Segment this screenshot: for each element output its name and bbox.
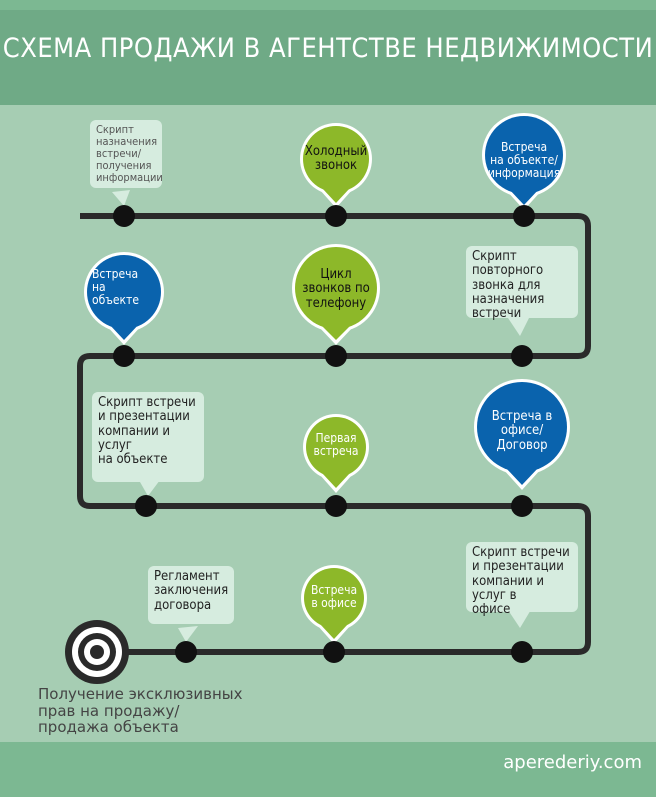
- final-line: продажа объекта: [38, 718, 179, 736]
- stop-dot: [325, 205, 347, 227]
- label-line: офисе/: [500, 423, 544, 439]
- label-line: звонков по: [302, 281, 370, 297]
- bubble-cold-call: [300, 123, 372, 208]
- bubble-office-contract: [474, 379, 570, 490]
- note-pointer: [140, 480, 160, 496]
- label-call-cycle: Цикл звонков по телефону: [292, 267, 380, 311]
- note-line: на объекте: [98, 452, 168, 468]
- note-line: офисе: [472, 602, 511, 618]
- note-line: Скрипт: [96, 123, 134, 136]
- note-appointment-script: Скрипт назначения встречи/ получения инф…: [90, 120, 163, 188]
- final-line: прав на продажу/: [38, 701, 180, 720]
- label-line: Цикл: [320, 267, 352, 282]
- label-line: Встреча: [92, 267, 139, 281]
- note-line: Скрипт встречи: [472, 545, 570, 560]
- label-line: Встреча в: [491, 409, 553, 424]
- bubble-meeting-object-info: [482, 113, 566, 210]
- note-line: договора: [154, 597, 212, 613]
- note-pointer: [508, 608, 532, 628]
- bubble-call-cycle: [292, 244, 380, 345]
- note-line: назначения: [96, 135, 158, 149]
- stop-dot: [511, 345, 533, 367]
- label-line: телефону: [305, 295, 367, 311]
- stop-dot: [175, 641, 197, 663]
- note-line: информации: [96, 171, 163, 185]
- note-line: назначения: [472, 291, 545, 307]
- bottom-band: [0, 742, 656, 797]
- final-line: Получение эксклюзивных: [38, 685, 243, 703]
- label-office-meeting: Встреча в офисе: [302, 583, 366, 611]
- label-meeting-object-info: Встреча на объекте/ информация: [484, 140, 564, 181]
- note-line: встречи: [472, 306, 522, 322]
- road-path: [77, 213, 591, 655]
- top-band: [0, 0, 656, 10]
- label-line: в офисе: [311, 596, 357, 611]
- stop-dot: [325, 345, 347, 367]
- note-line: получения: [96, 159, 152, 173]
- stop-dot: [513, 205, 535, 227]
- note-line: звонка для: [472, 277, 541, 293]
- label-line: на объекте/: [490, 153, 558, 168]
- note-office-presentation-script: Скрипт встречи и презентации компании и …: [466, 542, 578, 617]
- stop-dot: [113, 345, 135, 367]
- stop-dot: [113, 205, 135, 227]
- page-title: СХЕМА ПРОДАЖИ В АГЕНТСТВЕ НЕДВИЖИМОСТИ: [2, 33, 654, 64]
- stop-dot: [511, 641, 533, 663]
- label-first-meeting: Первая встреча: [304, 431, 368, 459]
- label-office-contract: Встреча в офисе/ Договор: [478, 409, 566, 453]
- label-line: Холодный: [304, 144, 368, 159]
- site-url: aperederiy.com: [503, 752, 642, 773]
- bubble-office-meeting: [301, 565, 367, 644]
- note-pointer: [112, 190, 130, 206]
- stop-dot: [135, 495, 157, 517]
- note-recall-script: Скрипт повторного звонка для назначения …: [466, 246, 578, 322]
- label-line: на: [92, 280, 106, 295]
- label-line: встреча: [313, 444, 359, 459]
- stop-dot: [325, 495, 347, 517]
- note-line: Скрипт: [472, 249, 517, 264]
- final-outcome-label: Получение эксклюзивных прав на продажу/ …: [38, 686, 242, 736]
- label-line: Договор: [496, 437, 548, 453]
- note-line: услуг: [98, 437, 132, 453]
- note-object-presentation-script: Скрипт встречи и презентации компании и …: [92, 392, 204, 482]
- stop-dot: [511, 495, 533, 517]
- note-contract-regulation: Регламент заключения договора: [148, 566, 234, 624]
- bubble-first-meeting: [303, 414, 369, 493]
- note-line: и презентации: [98, 409, 190, 425]
- title-bar: [0, 10, 656, 105]
- note-line: услуг в: [472, 587, 517, 603]
- note-pointer: [508, 316, 530, 336]
- note-line: встречи/: [96, 147, 142, 161]
- stop-dot: [323, 641, 345, 663]
- target-icon: [65, 620, 129, 684]
- note-line: Регламент: [154, 569, 220, 584]
- label-line: Встреча: [310, 583, 358, 597]
- label-line: звонок: [314, 158, 358, 174]
- label-line: Первая: [315, 431, 357, 445]
- note-line: повторного: [472, 263, 544, 279]
- label-line: объекте: [92, 293, 139, 308]
- note-line: и презентации: [472, 559, 564, 575]
- bubble-meeting-object: [84, 252, 164, 345]
- note-pointer: [178, 626, 198, 642]
- label-line: Встреча: [500, 140, 548, 154]
- label-line: информация: [487, 166, 561, 181]
- label-meeting-object: Встреча на объекте: [92, 267, 156, 308]
- note-line: Скрипт встречи: [98, 395, 196, 410]
- note-line: компании и: [98, 423, 171, 439]
- note-line: компании и: [472, 573, 545, 589]
- label-cold-call: Холодный звонок: [298, 144, 374, 174]
- note-line: заключения: [154, 583, 229, 599]
